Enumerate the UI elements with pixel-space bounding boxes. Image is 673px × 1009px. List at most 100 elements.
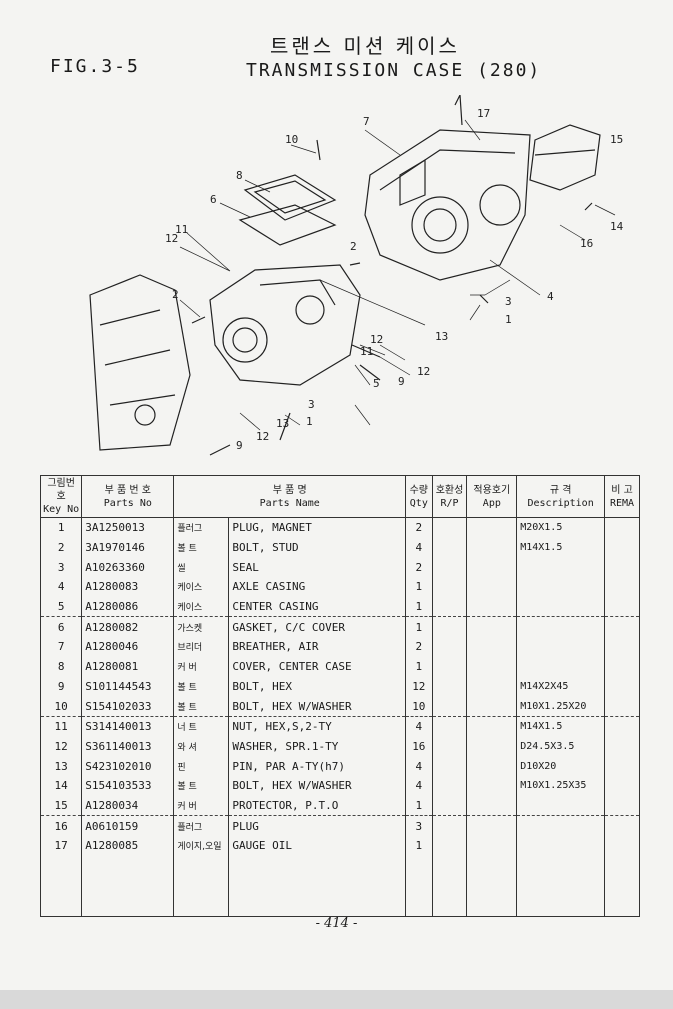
cell-name: BOLT, HEX W/WASHER xyxy=(228,775,407,796)
cell-kr: 게이지,오일 xyxy=(173,836,230,856)
callout-9-lower: 9 xyxy=(236,439,243,452)
cell-pn: A0610159 xyxy=(81,815,175,836)
cell-desc: M14X1.5 xyxy=(516,716,606,737)
cell-qty: 1 xyxy=(405,836,433,856)
cell-key: 13 xyxy=(39,756,83,776)
cell-app xyxy=(466,736,518,757)
cell-qty: 1 xyxy=(405,577,433,597)
header-app-en: App xyxy=(482,497,501,509)
cell-pn: A1280034 xyxy=(81,795,175,817)
axle-casing-drawing xyxy=(364,129,531,281)
cell-kr: 볼 트 xyxy=(173,775,230,796)
cell-qty: 4 xyxy=(405,756,433,776)
cell-rem xyxy=(604,756,640,776)
cell-qty: 1 xyxy=(405,656,433,677)
cell-pn: S101144543 xyxy=(81,676,175,697)
cell-pn: 3A1970146 xyxy=(81,537,175,558)
callout-11-mid: 11 xyxy=(360,345,373,358)
callout-1-upper: 1 xyxy=(505,313,512,326)
cell-qty: 12 xyxy=(405,676,433,697)
cell-app xyxy=(466,815,518,836)
cell-key: 5 xyxy=(39,596,83,618)
cell-pn: A1280086 xyxy=(81,596,175,618)
cell-blank xyxy=(604,855,640,917)
cell-pn: A1280046 xyxy=(81,637,175,657)
cell-app xyxy=(466,656,518,677)
cell-desc xyxy=(516,557,606,578)
header-pn-kr: 부 품 번 호 xyxy=(104,484,151,496)
cell-desc: M14X2X45 xyxy=(516,676,606,697)
cell-kr: 브리더 xyxy=(173,637,230,657)
cell-kr: 씰 xyxy=(173,557,230,578)
cell-kr: 와 셔 xyxy=(173,736,230,757)
cell-blank xyxy=(405,855,433,917)
callout-9-right: 9 xyxy=(398,375,405,388)
cell-rem xyxy=(604,517,640,538)
callout-14: 14 xyxy=(610,220,624,233)
cell-name: BOLT, HEX W/WASHER xyxy=(228,696,407,717)
cell-qty: 1 xyxy=(405,795,433,817)
cell-app xyxy=(466,537,518,558)
cell-qty: 4 xyxy=(405,716,433,737)
callout-8: 8 xyxy=(236,169,243,182)
cell-rem xyxy=(604,795,640,817)
cell-key: 10 xyxy=(39,696,83,717)
cell-rem xyxy=(604,676,640,697)
cell-desc xyxy=(516,596,606,618)
cell-kr: 커 버 xyxy=(173,795,230,817)
cell-desc xyxy=(516,577,606,597)
callout-17: 17 xyxy=(477,107,490,120)
cell-rp xyxy=(431,637,468,657)
cell-kr: 플러그 xyxy=(173,517,230,538)
cell-blank xyxy=(466,855,518,917)
cell-app xyxy=(466,577,518,597)
cell-rp xyxy=(431,577,468,597)
cell-desc xyxy=(516,836,606,856)
cell-pn: S154103533 xyxy=(81,775,175,796)
cell-key: 14 xyxy=(39,775,83,796)
cell-name: PLUG, MAGNET xyxy=(228,517,407,538)
cell-app xyxy=(466,795,518,817)
cell-desc: D10X20 xyxy=(516,756,606,776)
cell-kr: 가스켓 xyxy=(173,616,230,638)
callout-2: 2 xyxy=(172,288,179,301)
cell-key: 17 xyxy=(39,836,83,856)
callout-12-mid: 12 xyxy=(370,333,383,346)
cell-key: 8 xyxy=(39,656,83,677)
callout-7: 7 xyxy=(363,115,370,128)
cell-app xyxy=(466,517,518,538)
scan-edge xyxy=(0,990,673,1009)
cell-app xyxy=(466,596,518,618)
cell-name: GASKET, C/C COVER xyxy=(228,616,407,638)
callout-12-right: 12 xyxy=(417,365,430,378)
cell-name: WASHER, SPR.1-TY xyxy=(228,736,407,757)
header-rem-en: REMA xyxy=(609,497,635,509)
cell-qty: 10 xyxy=(405,696,433,717)
cell-pn: 3A1250013 xyxy=(81,517,175,538)
cell-rem xyxy=(604,696,640,717)
cell-rp xyxy=(431,596,468,618)
cell-desc xyxy=(516,815,606,836)
cell-rem xyxy=(604,775,640,796)
cell-kr: 볼 트 xyxy=(173,696,230,717)
cell-rp xyxy=(431,815,468,836)
cell-rp xyxy=(431,756,468,776)
cell-app xyxy=(466,716,518,737)
cell-desc: M10X1.25X35 xyxy=(516,775,606,796)
cell-key: 6 xyxy=(39,616,83,638)
header-rem-kr: 비 고 xyxy=(611,484,633,496)
cell-kr: 커 버 xyxy=(173,656,230,677)
cell-kr: 너 트 xyxy=(173,716,230,737)
cell-pn: S314140013 xyxy=(81,716,175,737)
cell-desc xyxy=(516,637,606,657)
cell-qty: 2 xyxy=(405,637,433,657)
